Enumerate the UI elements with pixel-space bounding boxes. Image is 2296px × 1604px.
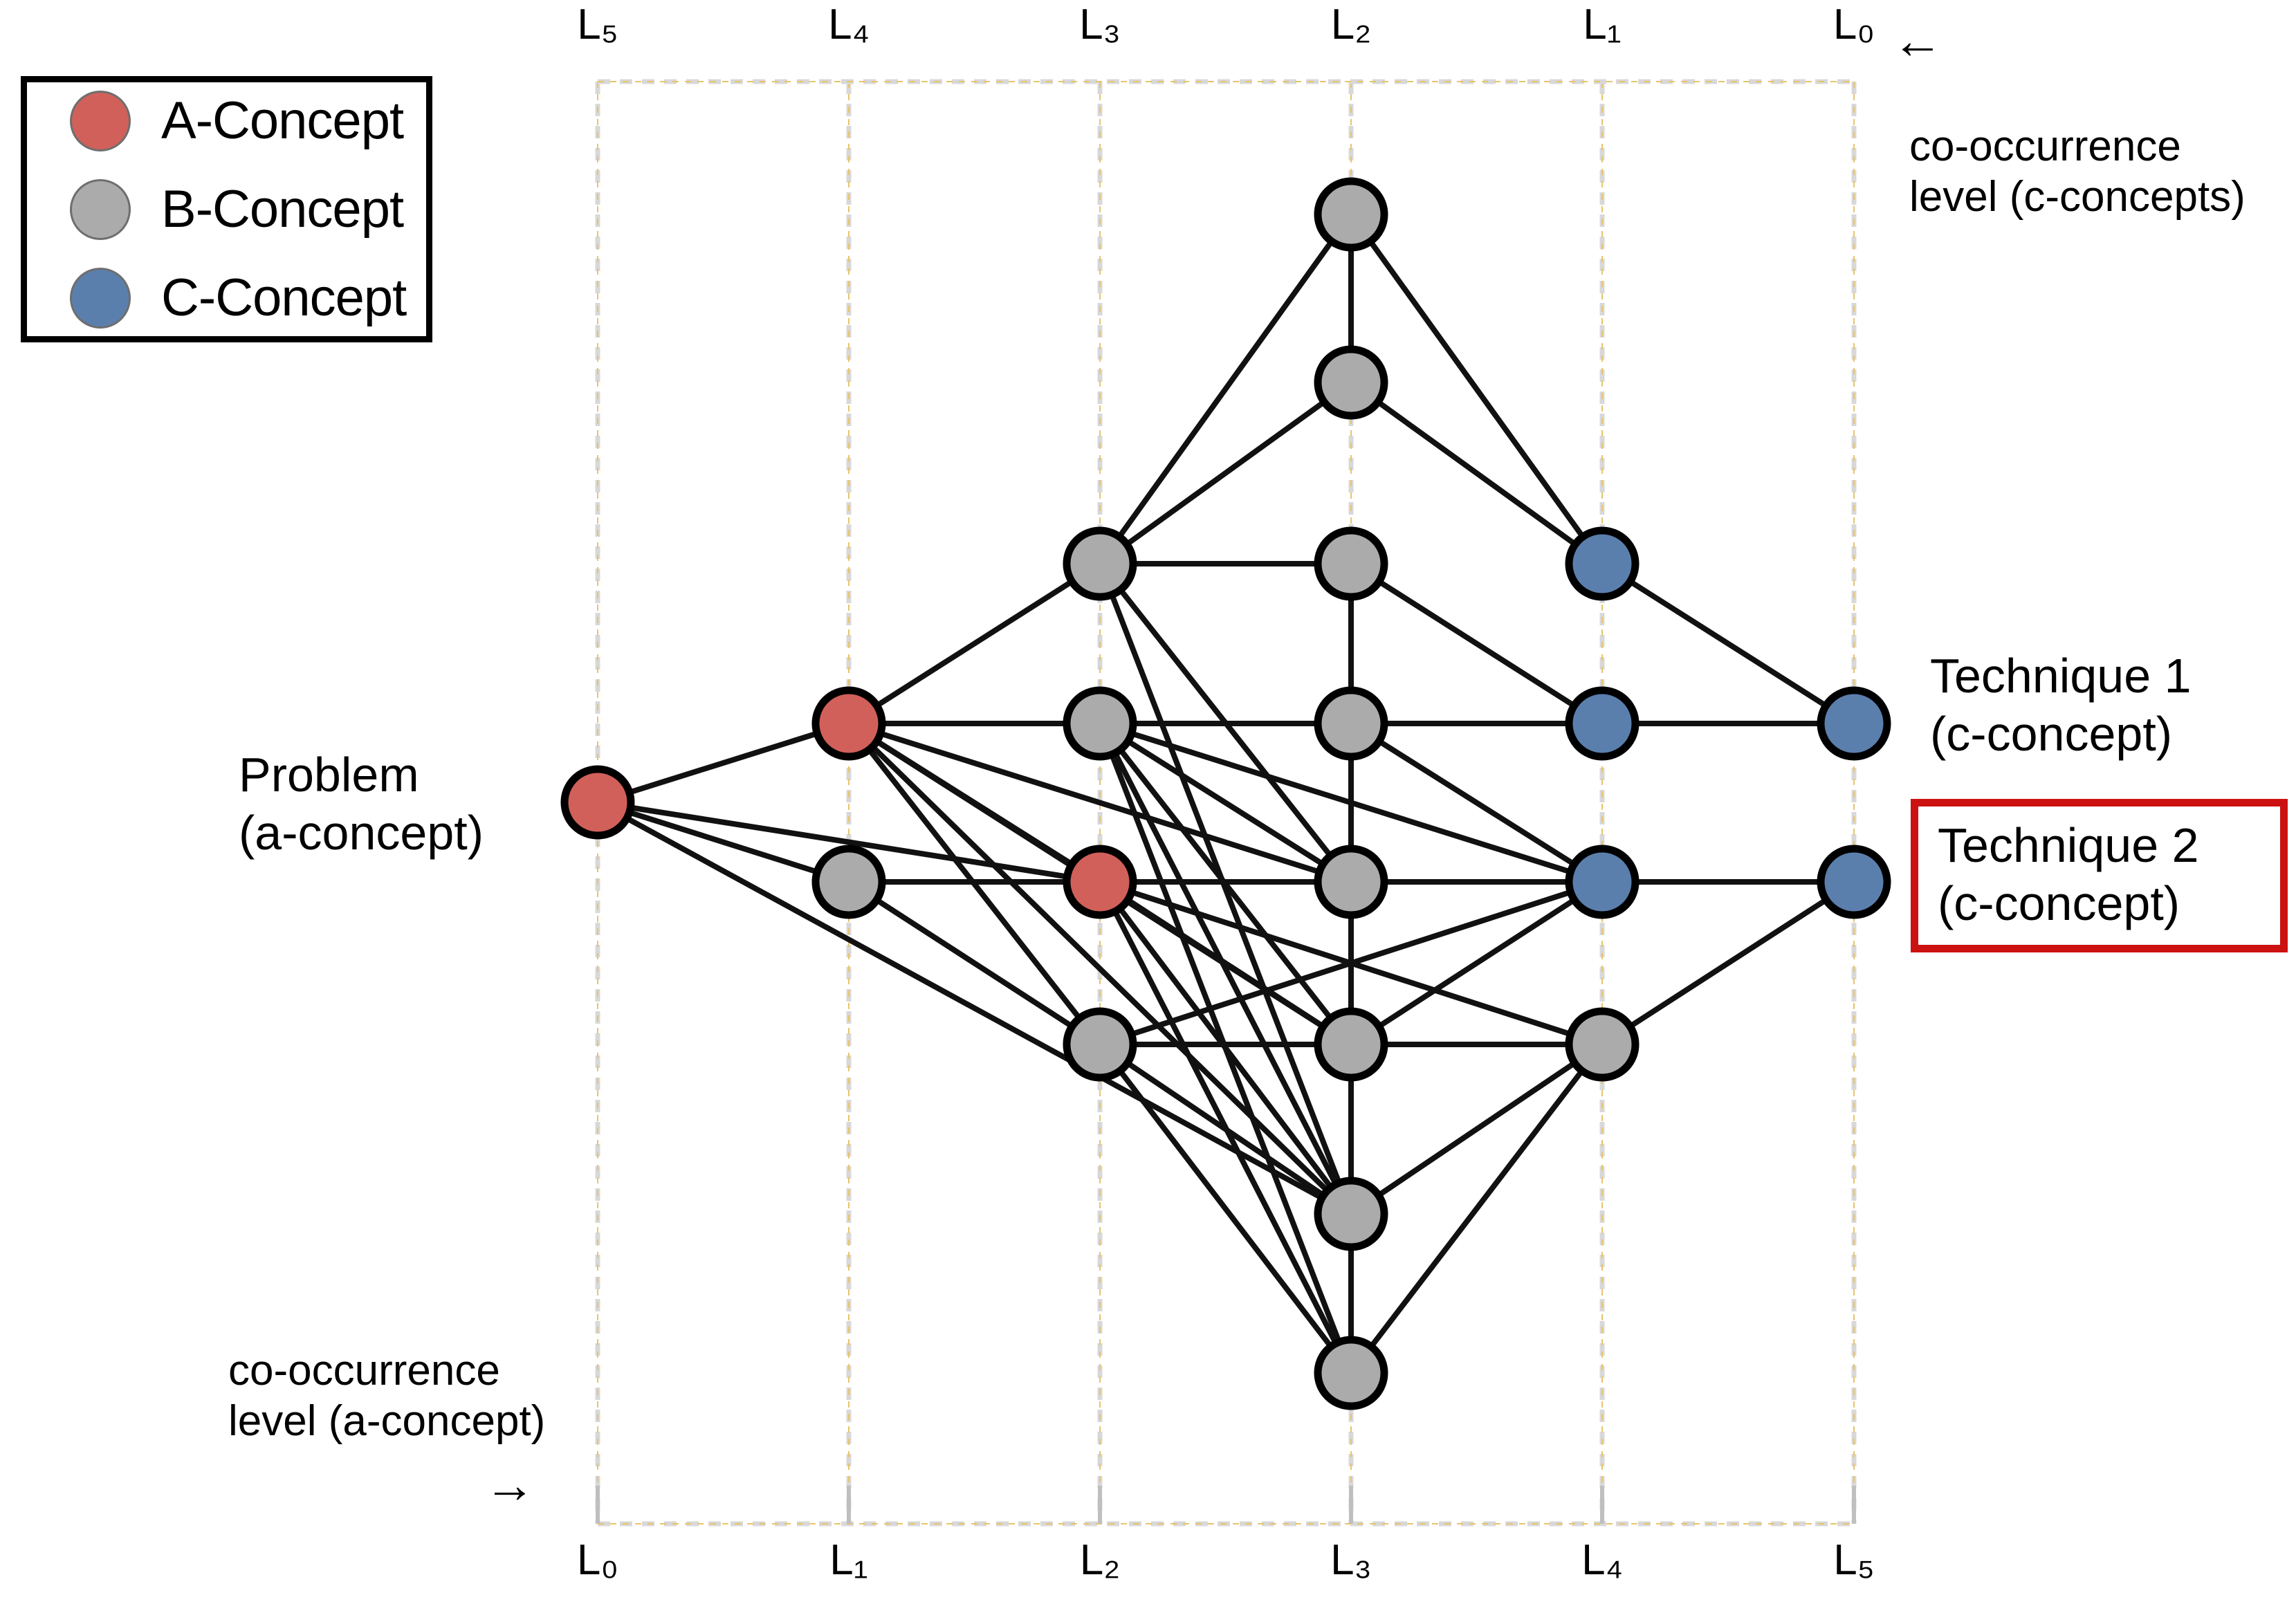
- node-c-concept-n_c4_r2[interactable]: [1565, 845, 1640, 919]
- edge-n_c4_r0-to-n_t1: [1600, 561, 1856, 726]
- c-concept-axis-caption: co-occurrence level (c-concepts): [1909, 122, 2246, 221]
- edge-n_c2_r3-to-n_c3_r5: [1097, 1042, 1354, 1375]
- top-tick-2: L₃: [1079, 1, 1121, 48]
- edge-n_c3_r_top-to-n_c4_r0: [1348, 212, 1605, 566]
- c-concept-swatch: [70, 267, 131, 329]
- b-concept-swatch: [70, 178, 131, 240]
- legend-label-c-concept: C-Concept: [161, 268, 407, 327]
- node-c-concept-n_c4_r1[interactable]: [1565, 686, 1640, 761]
- problem-node-label: Problem (a-concept): [239, 748, 484, 860]
- node-a-concept-n_c2_r2[interactable]: [1063, 845, 1137, 919]
- legend-item-c-concept: C-Concept: [70, 267, 426, 329]
- node-b-concept-n_c3_r1[interactable]: [1314, 686, 1388, 761]
- bottom-tick-5: L₅: [1833, 1536, 1875, 1584]
- edge-n_c2_r0-to-n_c3_r_top: [1097, 212, 1354, 566]
- a-concept-axis-caption: co-occurrence level (a-concept): [228, 1347, 546, 1446]
- legend-label-b-concept: B-Concept: [161, 179, 404, 239]
- node-b-concept-n_c3_r2[interactable]: [1314, 845, 1388, 919]
- bottom-tick-2: L₂: [1079, 1536, 1121, 1584]
- edge-n_c3_r5-to-n_c4_r3: [1348, 1042, 1605, 1375]
- edge-n_problem-to-n_c1_r2: [596, 800, 850, 885]
- top-tick-3: L₂: [1330, 1, 1372, 48]
- legend-box: A-Concept B-Concept C-Concept: [21, 76, 432, 342]
- node-b-concept-n_c2_r1[interactable]: [1063, 686, 1137, 761]
- node-b-concept-n_c4_r3[interactable]: [1565, 1007, 1640, 1082]
- edge-n_c3_r1-to-n_c4_r2: [1349, 721, 1604, 885]
- legend-label-a-concept: A-Concept: [161, 91, 404, 150]
- edge-n_c2_r1-to-n_c3_r2: [1098, 721, 1353, 885]
- technique2-node-label-highlighted: Technique 2 (c-concept): [1911, 799, 2288, 952]
- edge-n_problem-to-n_c3_r4: [596, 800, 1352, 1217]
- node-b-concept-n_c3_r_top[interactable]: [1314, 177, 1388, 252]
- node-b-concept-n_c3_r5[interactable]: [1314, 1336, 1388, 1410]
- edge-n_c2_r1-to-n_c3_r4: [1097, 722, 1354, 1215]
- bottom-tick-4: L₄: [1581, 1536, 1623, 1584]
- node-b-concept-n_c2_r0[interactable]: [1063, 526, 1137, 601]
- top-tick-0: L₅: [577, 1, 618, 48]
- bottom-tick-1: L₁: [829, 1536, 868, 1584]
- node-a-concept-n_problem[interactable]: [560, 765, 635, 840]
- legend-item-a-concept: A-Concept: [70, 90, 426, 151]
- right-arrow-icon: →: [484, 1456, 535, 1513]
- node-c-concept-n_t2[interactable]: [1817, 845, 1891, 919]
- node-b-concept-n_c3_r_top2[interactable]: [1314, 345, 1388, 420]
- node-b-concept-n_c2_r3[interactable]: [1063, 1007, 1137, 1082]
- top-tick-1: L₄: [828, 1, 870, 48]
- edge-n_c1_r1-to-n_c3_r4: [847, 721, 1353, 1216]
- edge-n_c2_r3-to-n_c3_r4: [1098, 1042, 1353, 1217]
- edge-n_c4_r3-to-n_t2: [1600, 879, 1856, 1047]
- edge-n_c3_r3-to-n_c4_r2: [1349, 879, 1604, 1047]
- technique1-node-label: Technique 1 (c-concept): [1930, 649, 2192, 761]
- node-a-concept-n_c1_r1[interactable]: [811, 686, 886, 761]
- edge-n_c1_r1-to-n_c2_r0: [847, 561, 1102, 726]
- edge-n_c1_r2-to-n_c2_r3: [847, 879, 1102, 1047]
- edge-n_c1_r1-to-n_c3_r2: [847, 721, 1352, 885]
- bottom-tick-0: L₀: [576, 1536, 619, 1584]
- node-b-concept-n_c1_r2[interactable]: [811, 845, 886, 919]
- edge-n_c3_r_top2-to-n_c4_r0: [1349, 380, 1604, 566]
- left-arrow-icon: ←: [1892, 12, 1943, 69]
- node-b-concept-n_c3_r4[interactable]: [1314, 1177, 1388, 1251]
- node-c-concept-n_t1[interactable]: [1817, 686, 1891, 761]
- top-tick-4: L₁: [1583, 1, 1622, 48]
- node-b-concept-n_c3_r0[interactable]: [1314, 526, 1388, 601]
- node-c-concept-n_c4_r0[interactable]: [1565, 526, 1640, 601]
- edge-n_problem-to-n_c2_r2: [597, 800, 1101, 885]
- node-b-concept-n_c3_r3[interactable]: [1314, 1007, 1388, 1082]
- edge-n_c3_r4-to-n_c4_r3: [1349, 1042, 1604, 1217]
- edge-n_c2_r0-to-n_c3_r4: [1097, 562, 1354, 1215]
- edge-n_c3_r0-to-n_c4_r1: [1349, 561, 1604, 726]
- edge-n_problem-to-n_c1_r1: [596, 721, 850, 805]
- edge-n_c2_r2-to-n_c3_r4: [1097, 880, 1354, 1216]
- edge-n_c2_r2-to-n_c3_r3: [1098, 879, 1353, 1047]
- edge-layer: [596, 212, 1856, 1375]
- edge-n_c2_r0-to-n_c3_r_top2: [1098, 380, 1353, 566]
- bottom-tick-3: L₃: [1330, 1536, 1372, 1584]
- top-tick-5: L₀: [1833, 1, 1875, 48]
- a-concept-swatch: [70, 90, 131, 151]
- node-layer: [560, 177, 1891, 1410]
- legend-item-b-concept: B-Concept: [70, 178, 426, 240]
